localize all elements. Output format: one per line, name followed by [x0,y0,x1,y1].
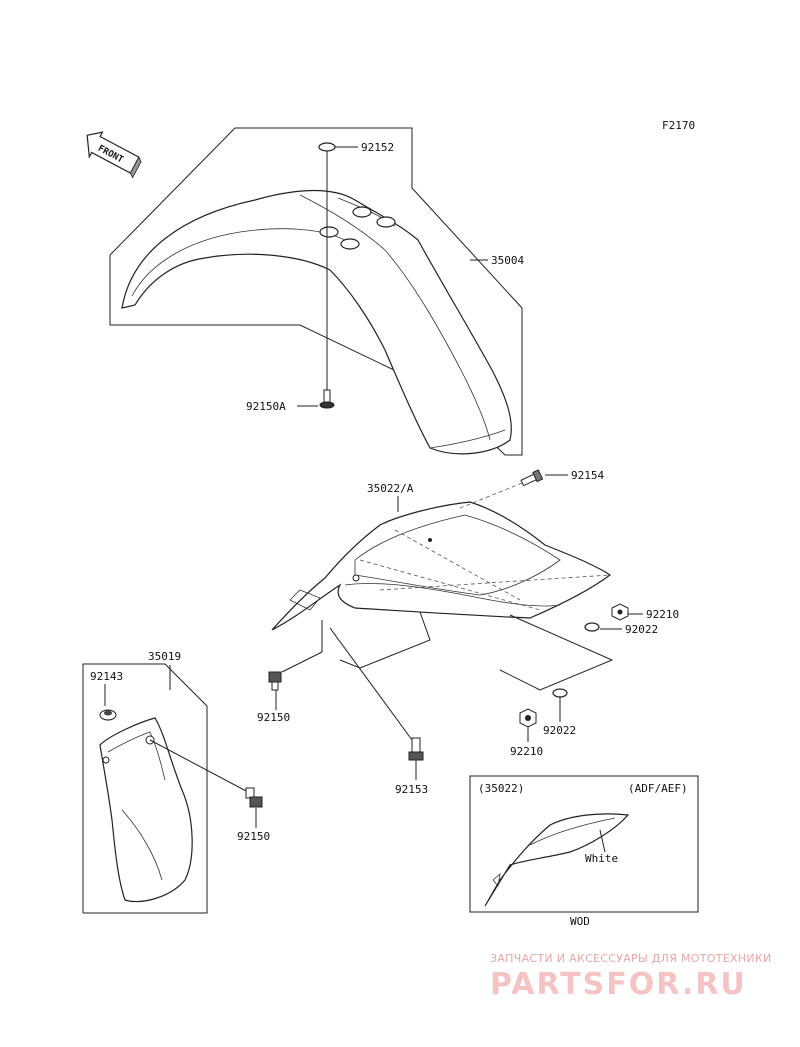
diagram-code: F2170 [662,119,695,132]
inset-number-plate [484,813,630,907]
label-92152: 92152 [361,141,394,154]
label-35019: 35019 [148,650,181,663]
label-35004: 35004 [491,254,524,267]
fork-guard-35019 [99,717,193,903]
label-92210-upper: 92210 [646,608,679,621]
bolt-92150-fork-guard [245,787,263,808]
label-92143: 92143 [90,670,123,683]
washer-92022-upper [584,622,600,632]
label-92150-fork-guard: 92150 [237,830,270,843]
inset-caption: WOD [570,915,590,928]
bolt-92154 [520,469,544,487]
bolt-92150-center [268,671,282,691]
label-92210-lower: 92210 [510,745,543,758]
washer-92022-lower [552,688,568,698]
fender-group-frame [109,127,523,456]
label-92150A: 92150A [246,400,286,413]
grommet-92143 [99,709,117,721]
label-92154: 92154 [571,469,604,482]
bolt-92150A [319,389,335,409]
watermark-brand: PARTSFOR.RU [490,967,747,1002]
watermark-tagline: ЗАПЧАСТИ И АКСЕССУАРЫ ДЛЯ МОТОТЕХНИКИ [490,952,772,965]
variant-inset-frame [469,775,699,913]
label-92022-lower: 92022 [543,724,576,737]
nut-92210-lower [519,708,537,728]
front-fender-35004 [121,189,512,455]
nut-92210-upper [611,603,629,621]
front-arrow-icon: FRONT [86,131,142,179]
label-92153: 92153 [395,783,428,796]
inset-color-note: White [585,852,618,865]
number-plate-35022 [271,501,612,631]
bolt-92153 [408,737,424,761]
label-35022A: 35022/A [367,482,414,495]
fork-guard-frame [82,663,208,914]
inset-ref: (35022) [478,782,524,795]
inset-variant: (ADF/AEF) [628,782,688,795]
label-92022-upper: 92022 [625,623,658,636]
label-92150-center: 92150 [257,711,290,724]
washer-92152 [318,142,336,152]
